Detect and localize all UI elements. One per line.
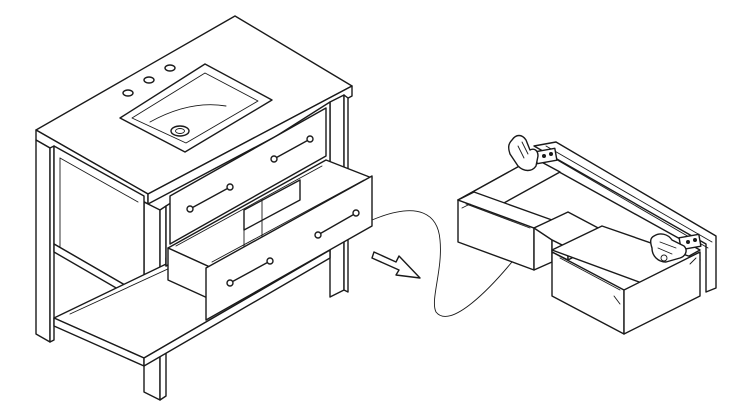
open-drawer — [167, 159, 373, 321]
top-drawer-front — [169, 107, 327, 245]
hand-right-icon — [649, 233, 687, 263]
countertop-side-edge — [147, 85, 353, 205]
arrow-right-down-icon — [371, 251, 421, 279]
sink-basin — [119, 63, 273, 153]
left-front-post — [35, 139, 51, 343]
open-drawer-handle-right — [314, 209, 360, 239]
callout-leader-line — [371, 210, 521, 317]
open-drawer-front — [205, 175, 373, 321]
hand-left-icon — [507, 134, 539, 172]
drawer-detail — [457, 134, 717, 335]
faucet-holes — [122, 64, 176, 97]
top-drawer-handle-right — [270, 135, 314, 163]
slide-latch-right — [678, 233, 702, 251]
top-drawer-handle-left — [186, 183, 234, 213]
vanity-cabinet — [35, 15, 373, 401]
drain-icon — [170, 125, 190, 137]
open-drawer-handle-left — [226, 257, 274, 287]
